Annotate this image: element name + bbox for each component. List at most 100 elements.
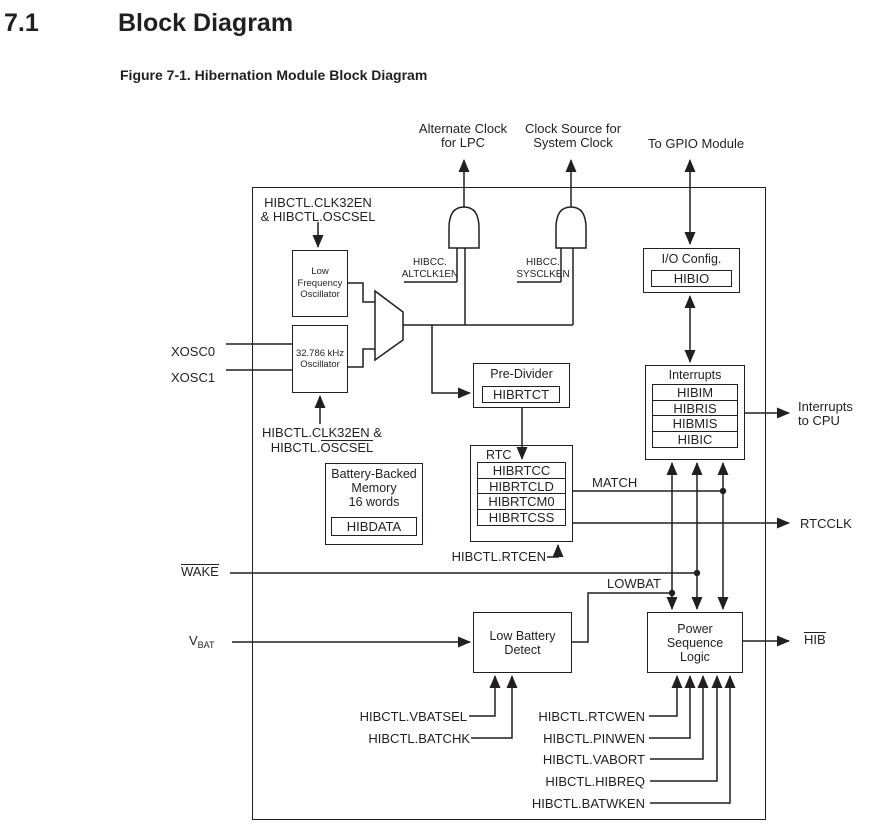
- block-battery-backed-memory: Battery-Backed Memory 16 words HIBDATA: [325, 463, 423, 545]
- label-clock-source: Clock Source for System Clock: [517, 122, 629, 149]
- osc32-text-line1: 32.786 kHz: [295, 347, 345, 359]
- section-title: Block Diagram: [118, 9, 294, 37]
- register-hibic: HIBIC: [652, 431, 738, 449]
- label-batchk: HIBCTL.BATCHK: [368, 731, 470, 746]
- power-seq-line3: Logic: [680, 649, 710, 664]
- register-hibrtct: HIBRTCT: [482, 386, 560, 403]
- block-pre-divider: Pre-Divider HIBRTCT: [473, 363, 570, 408]
- and-gate-sysclk-icon: [555, 206, 587, 249]
- label-hib: HIB: [804, 632, 826, 647]
- block-io-config: I/O Config. HIBIO: [643, 248, 740, 293]
- battery-memory-line2: Memory: [351, 481, 397, 495]
- label-clk32en-top-line1: HIBCTL.CLK32EN: [264, 195, 372, 210]
- power-seq-line1: Power: [677, 621, 713, 636]
- figure-caption: Figure 7-1. Hibernation Module Block Dia…: [120, 67, 428, 83]
- lfo-text-line3: Oscillator: [300, 289, 340, 301]
- label-rtcwen: HIBCTL.RTCWEN: [538, 709, 645, 724]
- power-seq-line2: Sequence: [666, 635, 724, 650]
- wire-hibreq: [650, 675, 723, 782]
- block-rtc: RTC HIBRTCC HIBRTCLD HIBRTCM0 HIBRTCSS: [470, 445, 573, 542]
- lfo-text-line1: Low: [311, 266, 329, 278]
- label-hibcc-sysclken: HIBCC. SYSCLKEN: [498, 257, 588, 280]
- register-hibrtcss: HIBRTCSS: [477, 509, 566, 527]
- label-pinwen: HIBCTL.PINWEN: [543, 731, 645, 746]
- label-clk32en-top: HIBCTL.CLK32EN & HIBCTL.OSCSEL: [258, 196, 378, 223]
- label-clk32en-bottom-line1: HIBCTL.CLK32EN &: [262, 425, 382, 440]
- label-interrupts-to-cpu: Interrupts to CPU: [798, 400, 853, 427]
- label-alternate-clock: Alternate Clock for LPC: [407, 122, 519, 149]
- block-low-frequency-oscillator: Low Frequency Oscillator: [292, 250, 348, 317]
- wire-osc32-to-mux: [348, 348, 375, 368]
- label-clk32en-bottom-prefix: HIBCTL.: [270, 439, 321, 455]
- label-vbatsel: HIBCTL.VBATSEL: [359, 709, 467, 724]
- label-vabort: HIBCTL.VABORT: [542, 752, 645, 767]
- label-batwken: HIBCTL.BATWKEN: [531, 796, 645, 811]
- label-interrupts-to-cpu-line2: to CPU: [798, 412, 840, 428]
- wire-batchk: [471, 675, 518, 739]
- label-match: MATCH: [592, 475, 638, 490]
- and-gate-altclk-icon: [448, 206, 480, 249]
- label-clock-source-line2: System Clock: [533, 134, 613, 150]
- label-clock-source-line1: Clock Source for: [524, 121, 622, 136]
- interrupts-register-stack: HIBIM HIBRIS HIBMIS HIBIC: [652, 384, 738, 449]
- label-alternate-clock-line1: Alternate Clock: [418, 121, 508, 136]
- label-hibcc-sysclken-line2: SYSCLKEN: [516, 268, 570, 280]
- register-hibdata: HIBDATA: [331, 517, 417, 536]
- label-alternate-clock-line2: for LPC: [440, 134, 486, 150]
- wire-lowbat: [572, 592, 672, 643]
- label-interrupts-to-cpu-line1: Interrupts: [798, 399, 853, 414]
- junction-dot-wake: [693, 569, 701, 577]
- label-hibcc-sysclken-line1: HIBCC.: [526, 257, 560, 268]
- label-oscsel-overline: OSCSEL: [320, 439, 374, 455]
- block-power-sequence-logic: Power Sequence Logic: [647, 612, 743, 673]
- label-clk32en-bottom: HIBCTL.CLK32EN & HIBCTL.OSCSEL: [262, 426, 382, 454]
- label-vbat-subscript: BAT: [197, 640, 215, 650]
- wire-vbatsel: [469, 675, 501, 717]
- label-to-gpio: To GPIO Module: [648, 136, 745, 151]
- label-wake-overline: WAKE: [181, 564, 219, 579]
- register-hibio: HIBIO: [651, 270, 732, 287]
- wire-rtcen: [547, 544, 564, 558]
- label-vbat: VBAT: [189, 634, 215, 653]
- wire-clock-to-predivider: [431, 325, 471, 399]
- label-hibcc-altclk1en: HIBCC. ALTCLK1EN: [385, 257, 475, 280]
- rtc-title: RTC: [486, 448, 512, 462]
- mux-symbol: [374, 289, 404, 362]
- label-hibreq: HIBCTL.HIBREQ: [545, 774, 645, 789]
- low-battery-line1: Low Battery: [489, 628, 556, 643]
- module-boundary-box: [252, 187, 766, 820]
- section-number: 7.1: [4, 9, 39, 37]
- register-hibrtcc: HIBRTCC: [477, 462, 566, 479]
- low-battery-line2: Detect: [504, 642, 541, 657]
- label-hibcc-altclk1en-line1: HIBCC.: [413, 257, 447, 268]
- block-low-battery-detect: Low Battery Detect: [473, 612, 572, 673]
- label-lowbat: LOWBAT: [607, 576, 661, 591]
- wire-batwken: [650, 675, 736, 804]
- label-hib-overline: HIB: [804, 632, 826, 647]
- label-xosc0: XOSC0: [171, 344, 216, 359]
- block-interrupts: Interrupts HIBIM HIBRIS HIBMIS HIBIC: [645, 365, 745, 460]
- wire-pinwen: [649, 675, 696, 739]
- battery-memory-line3: 16 words: [348, 495, 400, 509]
- lfo-text-line2: Frequency: [297, 277, 343, 289]
- battery-memory-line1: Battery-Backed: [331, 467, 417, 481]
- osc32-text-line2: Oscillator: [300, 359, 340, 370]
- label-wake: WAKE: [181, 564, 219, 579]
- wire-lfo-to-mux: [348, 282, 375, 303]
- wire-rtcwen: [649, 675, 683, 717]
- wire-vabort: [650, 675, 709, 760]
- rtc-register-stack: HIBRTCC HIBRTCLD HIBRTCM0 HIBRTCSS: [477, 462, 566, 527]
- label-hibcc-altclk1en-line2: ALTCLK1EN: [401, 268, 459, 280]
- block-32khz-oscillator: 32.786 kHz Oscillator: [292, 325, 348, 393]
- label-clk32en-bottom-line2: HIBCTL.OSCSEL: [262, 439, 382, 455]
- label-xosc1: XOSC1: [171, 370, 216, 385]
- interrupts-title: Interrupts: [668, 368, 722, 382]
- junction-dot-match: [719, 487, 727, 495]
- pre-divider-title: Pre-Divider: [490, 367, 553, 381]
- label-rtcclk: RTCCLK: [800, 516, 852, 531]
- junction-dot-lowbat: [668, 589, 676, 597]
- label-vbat-letter: V: [189, 633, 198, 648]
- label-rtcen: HIBCTL.RTCEN: [451, 549, 546, 564]
